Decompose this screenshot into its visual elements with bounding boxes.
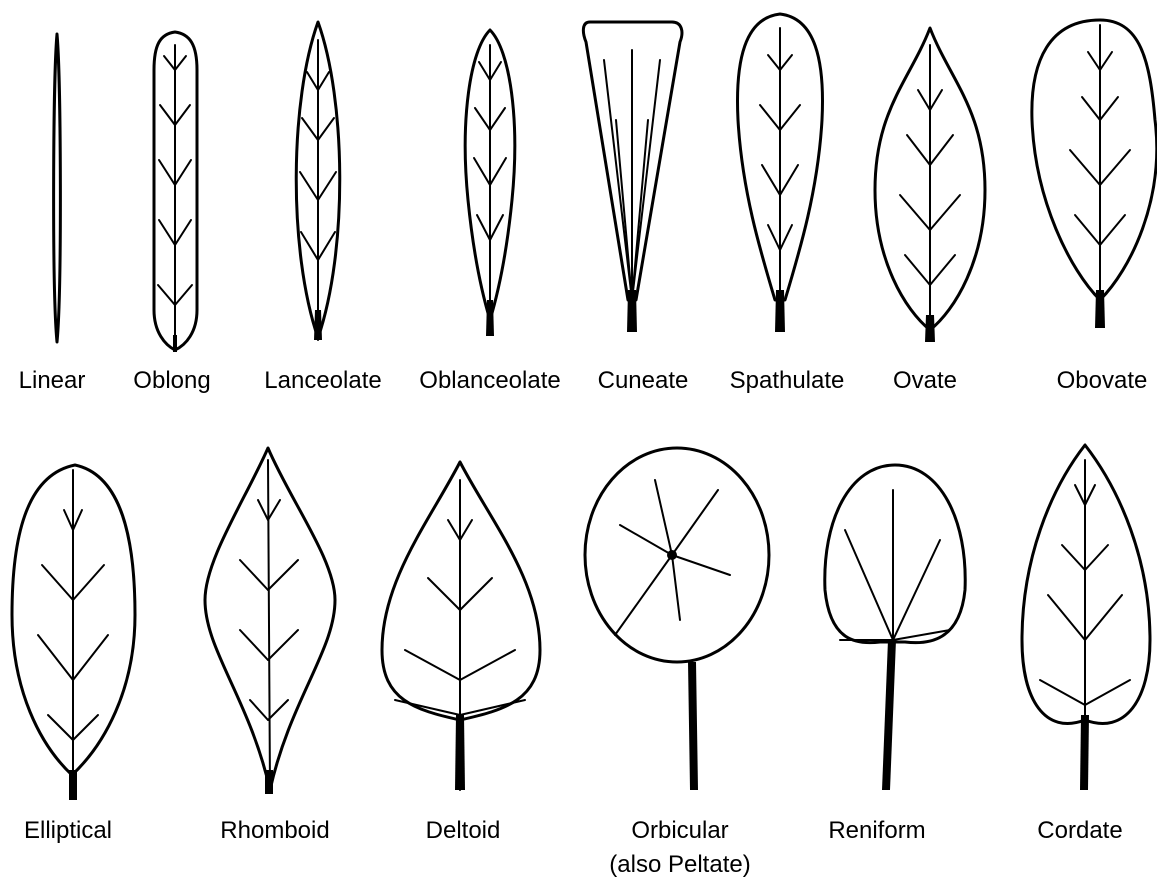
label-spathulate: Spathulate <box>730 367 845 394</box>
leaf-lanceolate-icon <box>296 22 340 340</box>
leaf-obovate-icon <box>1032 20 1157 328</box>
leaf-oblong-icon <box>154 32 197 352</box>
label-cuneate: Cuneate <box>598 367 689 394</box>
label-obovate: Obovate <box>1057 367 1148 394</box>
label-rhomboid: Rhomboid <box>220 817 329 844</box>
leaf-orbicular-icon <box>585 448 769 790</box>
leaf-cordate-icon <box>1022 445 1150 790</box>
leaf-ovate-icon <box>875 28 985 342</box>
leaf-rhomboid-icon <box>205 448 335 794</box>
label-orbicular-note: (also Peltate) <box>609 851 750 878</box>
label-elliptical: Elliptical <box>24 817 112 844</box>
label-cordate: Cordate <box>1037 817 1122 844</box>
label-lanceolate: Lanceolate <box>264 367 381 394</box>
leaf-spathulate-icon <box>737 14 822 332</box>
leaf-elliptical-icon <box>12 465 135 800</box>
label-reniform: Reniform <box>828 817 925 844</box>
leaf-deltoid-icon <box>382 462 540 790</box>
label-oblanceolate: Oblanceolate <box>419 367 560 394</box>
label-linear: Linear <box>19 367 86 394</box>
label-deltoid: Deltoid <box>426 817 501 844</box>
leaf-oblanceolate-icon <box>465 30 515 336</box>
leaf-reniform-icon <box>825 465 965 790</box>
leaf-linear-icon <box>54 34 61 342</box>
label-oblong: Oblong <box>133 367 210 394</box>
leaf-cuneate-icon <box>583 22 682 332</box>
label-orbicular: Orbicular <box>631 817 728 844</box>
label-ovate: Ovate <box>893 367 957 394</box>
